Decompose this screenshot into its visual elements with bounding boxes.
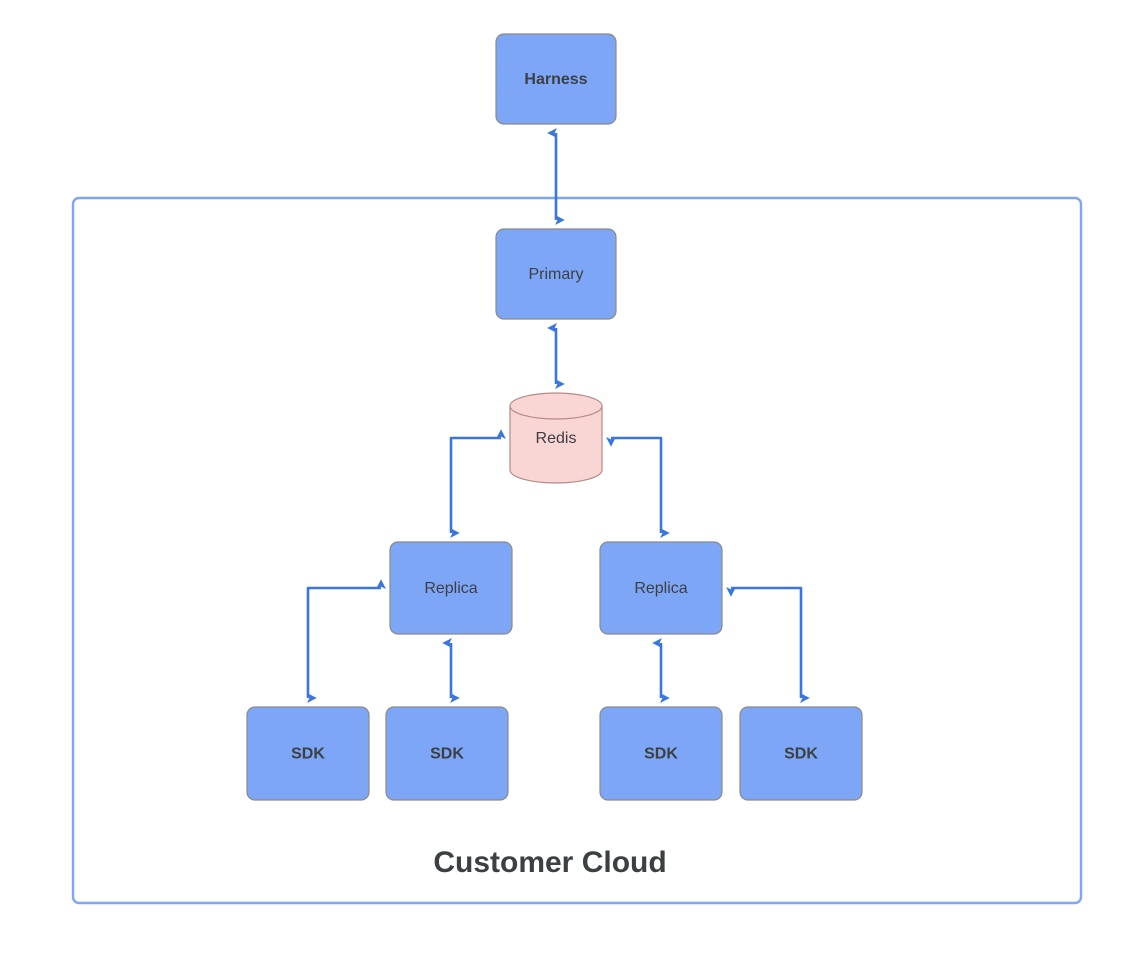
node-replica-r[interactable]: Replica [599, 541, 723, 635]
node-label-sdk-4: SDK [784, 746, 818, 763]
node-harness[interactable]: Harness [495, 33, 617, 125]
node-label-sdk-2: SDK [430, 746, 464, 763]
node-label-harness: Harness [524, 71, 587, 88]
edge-replica-l-sdk-1 [306, 579, 387, 704]
node-box [599, 541, 723, 635]
edge-redis-replica-r [605, 436, 670, 539]
datastore-lid [509, 405, 603, 420]
edge-replica-r-sdk-4 [725, 586, 810, 704]
node-label-replica-r: Replica [634, 580, 687, 597]
node-redis[interactable]: Redis [509, 392, 603, 484]
node-label-redis: Redis [536, 430, 577, 447]
node-label-primary: Primary [528, 266, 583, 283]
group-title: Customer Cloud [433, 846, 666, 879]
node-box [385, 706, 509, 801]
node-sdk-4[interactable]: SDK [739, 706, 863, 801]
node-primary[interactable]: Primary [495, 228, 617, 320]
node-sdk-2[interactable]: SDK [385, 706, 509, 801]
node-box [739, 706, 863, 801]
node-label-sdk-1: SDK [291, 746, 325, 763]
edge-redis-replica-l [449, 429, 507, 539]
node-box [599, 706, 723, 801]
node-replica-l[interactable]: Replica [389, 541, 513, 635]
customer-cloud-boundary [71, 196, 1083, 905]
node-box [495, 33, 617, 125]
node-box [246, 706, 370, 801]
datastore-body [509, 392, 603, 484]
node-box [495, 228, 617, 320]
node-label-replica-l: Replica [424, 580, 477, 597]
edges-layer [306, 127, 810, 704]
node-box [389, 541, 513, 635]
node-sdk-3[interactable]: SDK [599, 706, 723, 801]
node-label-sdk-3: SDK [644, 746, 678, 763]
node-sdk-1[interactable]: SDK [246, 706, 370, 801]
